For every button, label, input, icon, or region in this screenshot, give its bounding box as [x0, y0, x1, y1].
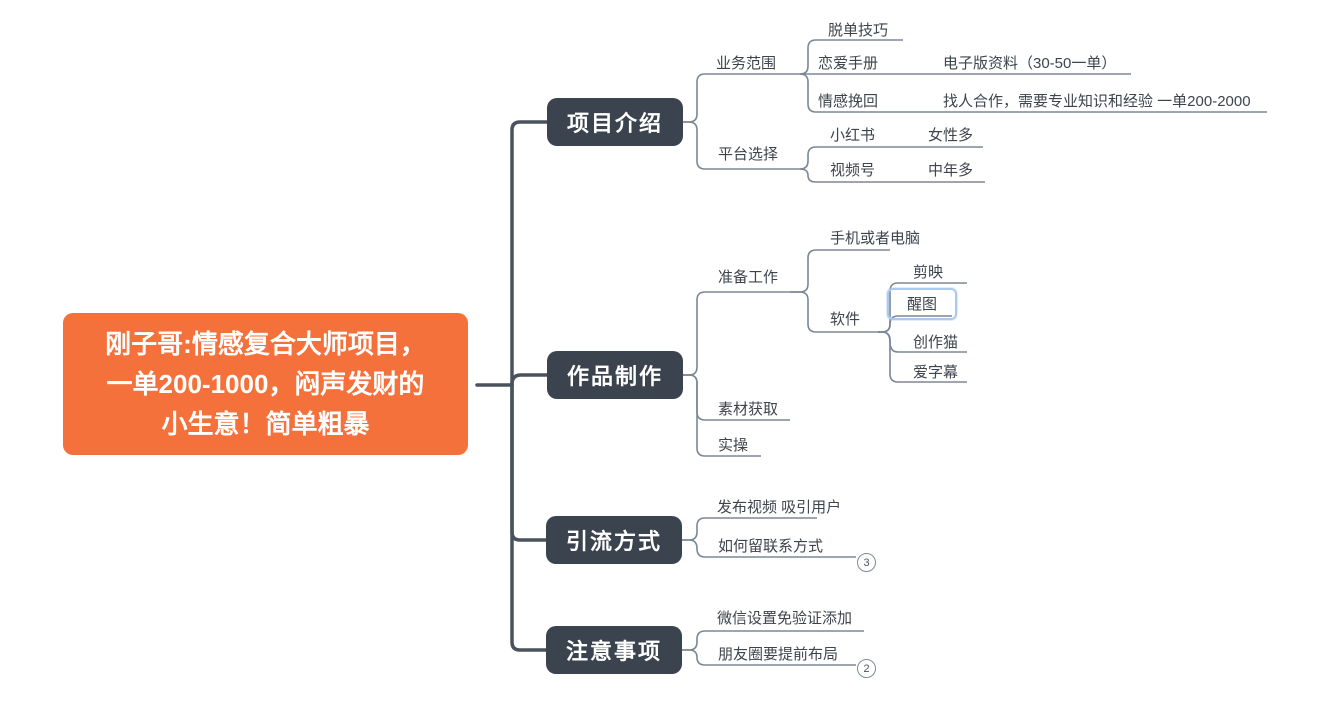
connector-trunk-project-intro [510, 120, 549, 387]
topic-material-acquisition[interactable]: 素材获取 [718, 401, 779, 418]
topic-moments-layout[interactable]: 朋友圈要提前布局 [718, 646, 839, 663]
connector-trunk-traffic-method [510, 383, 548, 542]
connector-phone-or-computer [790, 249, 890, 293]
connector-platform-choice [683, 121, 800, 170]
topic-ebook-price[interactable]: 电子版资料（30-50一单） [943, 55, 1117, 72]
branch-traffic-method[interactable]: 引流方式 [546, 516, 682, 564]
topic-cooperation-note[interactable]: 找人合作，需要专业知识和经验 一单200-2000 [943, 93, 1251, 110]
topic-female-users[interactable]: 女性多 [928, 127, 974, 144]
root-topic[interactable]: 刚子哥:情感复合大师项目， 一单200-1000，闷声发财的 小生意！简单粗暴 [63, 313, 468, 455]
connector-trunk-work-production [510, 373, 549, 387]
topic-wechat-no-verify[interactable]: 微信设置免验证添加 [717, 610, 853, 627]
topic-video-account[interactable]: 视频号 [830, 162, 876, 179]
branch-precautions[interactable]: 注意事项 [546, 626, 682, 674]
topic-middle-aged-users[interactable]: 中年多 [928, 162, 974, 179]
connector-dating-skills [799, 39, 903, 75]
connector-aizimu [878, 331, 967, 383]
connector-preparation [683, 291, 790, 376]
topic-preparation[interactable]: 准备工作 [718, 269, 779, 286]
topic-jianying[interactable]: 剪映 [913, 264, 944, 281]
connector-video-account [799, 168, 985, 183]
topic-xingtu-selected[interactable]: 醒图 [887, 288, 957, 320]
connector-publish-video [682, 517, 817, 541]
topic-dating-skills[interactable]: 脱单技巧 [828, 22, 889, 39]
topic-xiaohongshu[interactable]: 小红书 [830, 127, 876, 144]
topic-contact-method[interactable]: 如何留联系方式 [718, 538, 824, 555]
connector-business-scope [683, 73, 800, 123]
topic-publish-video[interactable]: 发布视频 吸引用户 [717, 499, 842, 516]
topic-business-scope[interactable]: 业务范围 [716, 55, 777, 72]
topic-platform-choice[interactable]: 平台选择 [718, 146, 779, 163]
numbering-badge-3[interactable]: 3 [857, 553, 876, 572]
topic-aizimu[interactable]: 爱字幕 [913, 364, 959, 381]
topic-software[interactable]: 软件 [830, 311, 861, 328]
branch-work-production[interactable]: 作品制作 [547, 351, 683, 399]
numbering-badge-2[interactable]: 2 [857, 659, 876, 678]
connector-practice [683, 374, 761, 457]
topic-practice[interactable]: 实操 [718, 437, 749, 454]
branch-project-intro[interactable]: 项目介绍 [547, 98, 683, 146]
topic-love-manual[interactable]: 恋爱手册 [818, 55, 879, 72]
connector-trunk-precautions [510, 383, 548, 652]
connector-moments-layout [682, 649, 856, 666]
connector-contact-method [682, 539, 856, 558]
connector-software [790, 291, 878, 333]
topic-phone-or-computer[interactable]: 手机或者电脑 [830, 230, 921, 247]
connector-emotion-recovery [799, 73, 1267, 113]
topic-chuangzuomao[interactable]: 创作猫 [913, 334, 959, 351]
topic-emotion-recovery[interactable]: 情感挽回 [818, 93, 879, 110]
connector-xiaohongshu [799, 146, 983, 170]
